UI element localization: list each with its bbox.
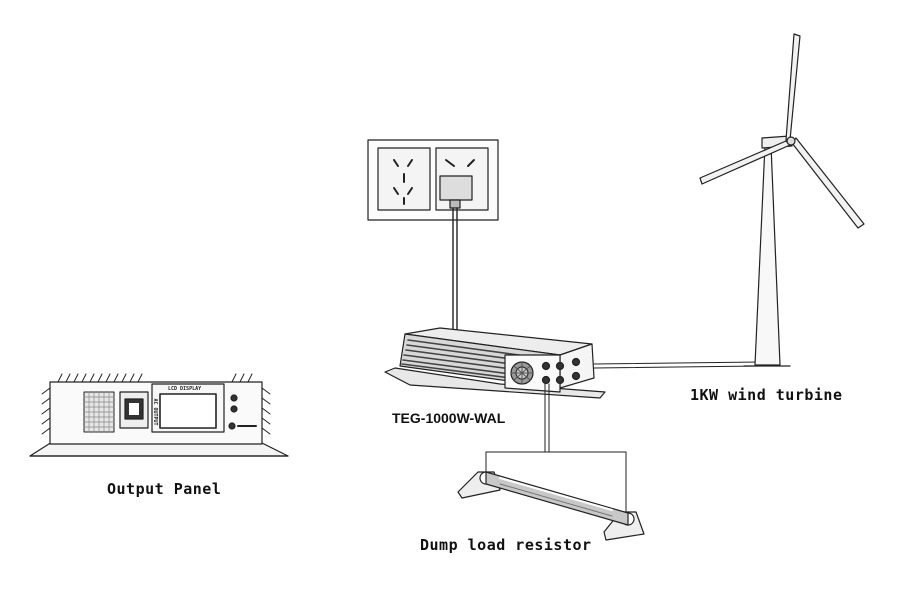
panel-led — [228, 422, 236, 430]
inverter-fan — [510, 361, 534, 385]
turbine-cable — [593, 361, 761, 369]
inverter-model-label: TEG-1000W-WAL — [392, 410, 506, 426]
dump-load-label: Dump load resistor — [420, 536, 592, 554]
panel-button-2 — [230, 405, 238, 413]
dump-load-resistor — [457, 471, 645, 541]
turbine-blade-3 — [791, 137, 865, 229]
fan-grille — [83, 391, 115, 433]
lcd-display-caption: LCD DISPLAY — [168, 386, 201, 392]
ac-output-socket — [119, 391, 149, 429]
turbine-blade-2 — [699, 140, 791, 185]
output-panel — [29, 373, 289, 457]
output-panel-label: Output Panel — [107, 480, 222, 498]
panel-button-1 — [230, 394, 238, 402]
wind-turbine — [699, 33, 865, 367]
wind-turbine-label: 1KW wind turbine — [690, 386, 843, 404]
wall-socket — [367, 139, 499, 221]
panel-cooling-fins — [41, 373, 271, 435]
power-cord — [452, 207, 458, 336]
ac-output-caption: AC OUTPUT — [152, 398, 158, 425]
lcd-display — [151, 383, 225, 433]
inverter-terminals — [541, 357, 581, 385]
power-plug — [439, 175, 473, 201]
dump-load-wires — [485, 383, 627, 515]
turbine-blade-1 — [785, 33, 801, 141]
inverter-fins — [401, 339, 558, 385]
grid-tie-inverter — [384, 327, 606, 399]
